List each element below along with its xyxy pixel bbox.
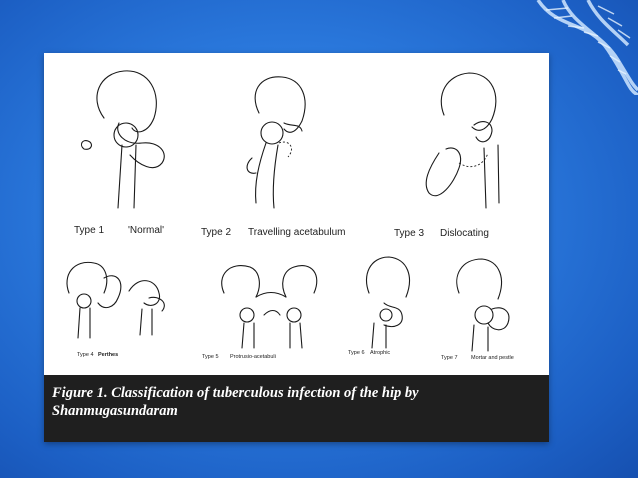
- type1-hip-drawing: [80, 70, 165, 209]
- type3-hip-drawing: [425, 72, 500, 209]
- type6-hip-drawing: [365, 256, 410, 349]
- type2-hip-drawing: [246, 76, 306, 209]
- type5-label: Type 5: [202, 354, 219, 360]
- type3-name: Dislocating: [440, 228, 489, 239]
- type6-label: Type 6: [348, 350, 365, 356]
- type4-hip-drawing: [66, 261, 165, 339]
- type5-name: Protrusio-acetabuli: [230, 354, 276, 360]
- type6-name: Atrophic: [370, 350, 391, 356]
- type2-label: Type 2: [201, 227, 232, 238]
- figure-caption-bar: Figure 1. Classification of tuberculous …: [44, 375, 549, 442]
- type2-name: Travelling acetabulum: [248, 227, 346, 238]
- hip-tb-classification-figure: [66, 70, 510, 352]
- type4-name: Perthes: [98, 352, 119, 358]
- type1-name: 'Normal': [128, 225, 165, 236]
- type3-label: Type 3: [394, 228, 425, 239]
- type7-hip-drawing: [456, 258, 510, 352]
- dna-helix-decoration: [536, 0, 638, 95]
- type7-label: Type 7: [441, 355, 458, 361]
- type7-name: Mortar and pestle: [471, 355, 514, 361]
- figure-caption: Figure 1. Classification of tuberculous …: [52, 385, 419, 419]
- type5-hip-drawing: [221, 265, 318, 349]
- type1-label: Type 1: [74, 225, 105, 236]
- slide-figure-panel: Type 1 'Normal' Type 2 Travelling acetab…: [44, 53, 549, 442]
- type4-label: Type 4: [77, 352, 94, 358]
